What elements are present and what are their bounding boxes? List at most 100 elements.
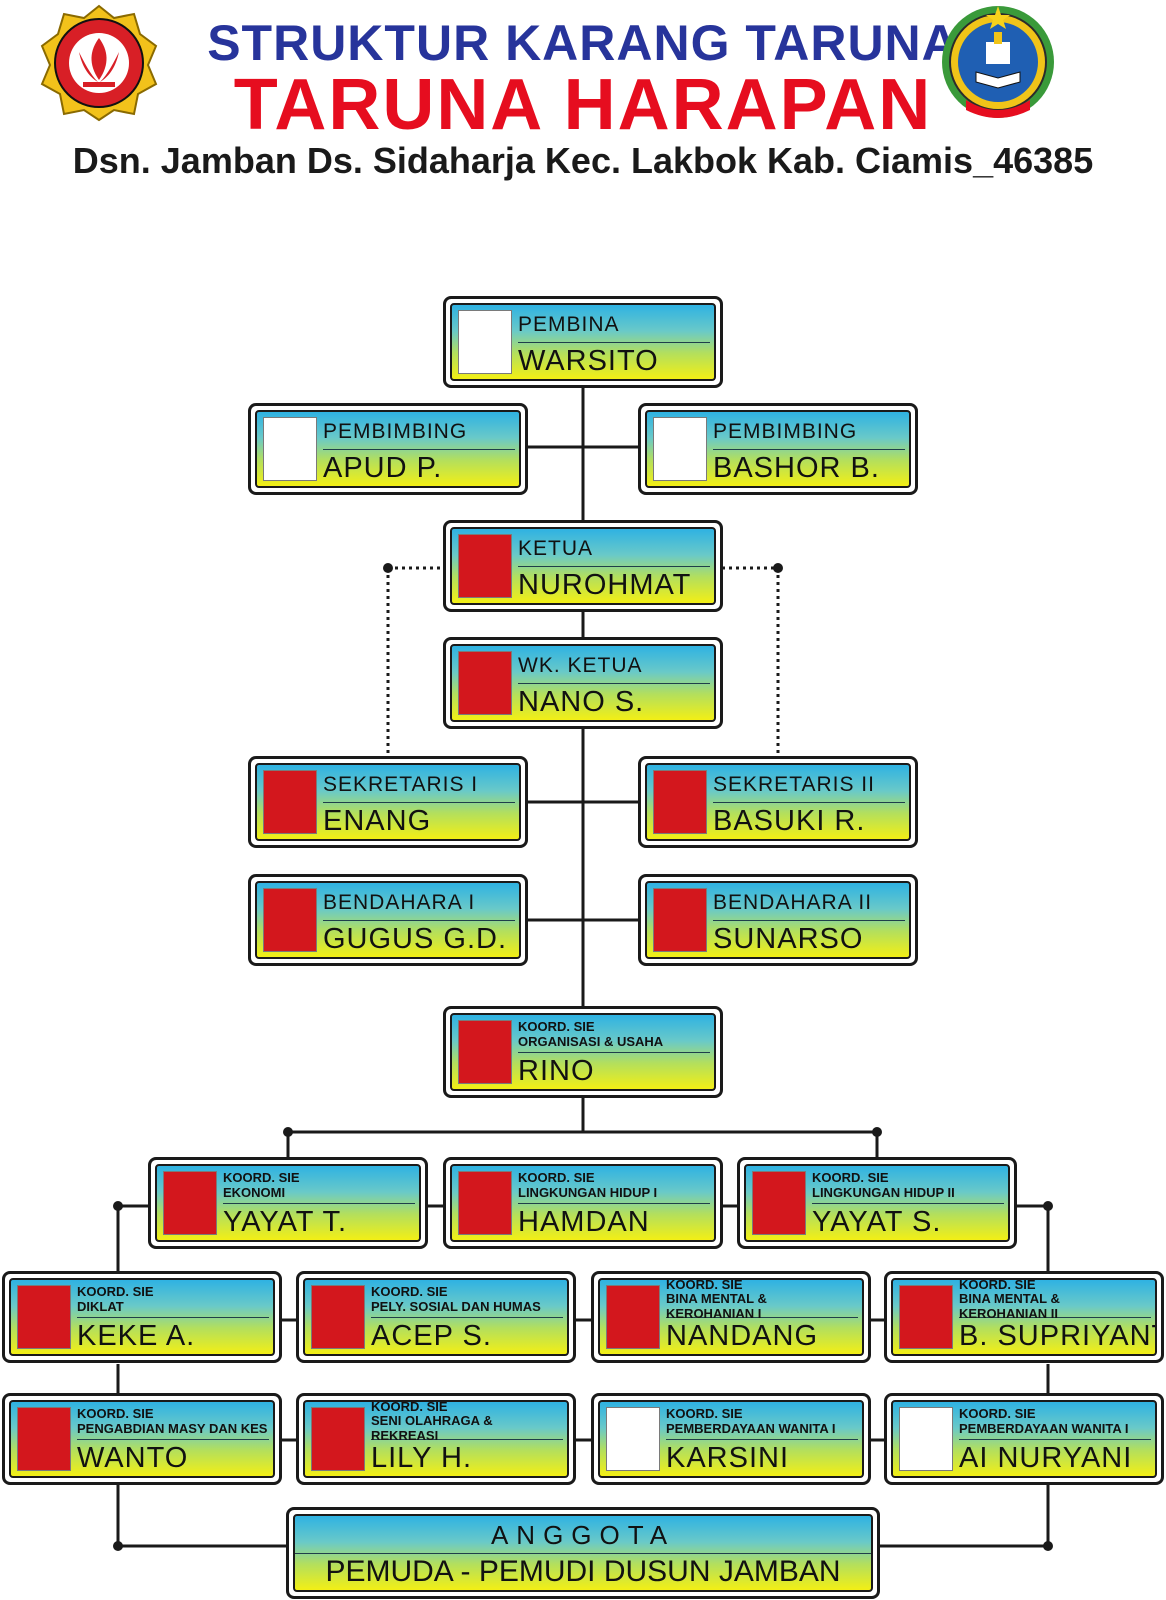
person-photo (17, 1407, 71, 1471)
role-line-2: LINGKUNGAN HIDUP II (812, 1184, 955, 1200)
person-photo (653, 888, 707, 952)
card-pembimbing-2: PEMBIMBING BASHOR B. (638, 403, 918, 495)
role-line-1: KOORD. SIE (959, 1278, 1036, 1293)
role-label: KOORD. SIE SENI OLAHRAGA & REKREASI (371, 1402, 563, 1443)
person-name: RINO (518, 1054, 595, 1087)
person-name: NUROHMAT (518, 568, 692, 601)
role-label: BENDAHARA I (323, 885, 515, 921)
card-koord-lingkungan-1: KOORD. SIE LINGKUNGAN HIDUP I HAMDAN (443, 1157, 723, 1249)
card-sekretaris-1: SEKRETARIS I ENANG (248, 756, 528, 848)
role-line-2: LINGKUNGAN HIDUP I (518, 1184, 658, 1200)
role-label: KOORD. SIE DIKLAT (77, 1282, 269, 1318)
card-koord-humas: KOORD. SIE PELY. SOSIAL DAN HUMAS ACEP S… (296, 1271, 576, 1363)
person-photo (17, 1285, 71, 1349)
person-name: YAYAT T. (223, 1205, 348, 1238)
card-pembina: PEMBINA WARSITO (443, 296, 723, 388)
role-label: KOORD. SIE PEMBERDAYAAN WANITA I (959, 1404, 1151, 1440)
address: Dsn. Jamban Ds. Sidaharja Kec. Lakbok Ka… (72, 140, 1094, 181)
card-koord-diklat: KOORD. SIE DIKLAT KEKE A. (2, 1271, 282, 1363)
role-line-1: KOORD. SIE (959, 1406, 1036, 1422)
card-wk-ketua: WK. KETUA NANO S. (443, 637, 723, 729)
person-photo (458, 534, 512, 598)
role-label: KOORD. SIE PELY. SOSIAL DAN HUMAS (371, 1282, 563, 1318)
role-line-1: KOORD. SIE (812, 1170, 889, 1186)
person-name: YAYAT S. (812, 1205, 942, 1238)
role-label: WK. KETUA (518, 648, 710, 684)
title-line-1: STRUKTUR KARANG TARUNA (207, 15, 959, 71)
role-label: SEKRETARIS II (713, 767, 905, 803)
person-name: AI NURYANI (959, 1441, 1133, 1474)
role-label: PEMBINA (518, 307, 710, 343)
role-label: KOORD. SIE PENGABDIAN MASY DAN KES (77, 1404, 269, 1440)
person-name: LILY H. (371, 1441, 473, 1474)
taruna-harapan-logo (942, 6, 1054, 118)
role-line-2: EKONOMI (223, 1184, 286, 1200)
person-name: NANDANG (666, 1319, 819, 1352)
role-label: KOORD. SIE PEMBERDAYAAN WANITA I (666, 1404, 858, 1440)
role-line-1: KOORD. SIE (518, 1170, 595, 1186)
role-line-2: BINA MENTAL & KEROHANIAN II (959, 1291, 1060, 1321)
person-name: NANO S. (518, 685, 645, 718)
role-label: KOORD. SIE LINGKUNGAN HIDUP II (812, 1168, 1004, 1204)
karang-taruna-logo (40, 4, 158, 122)
role-label: PEMBIMBING (713, 414, 905, 450)
person-name: KARSINI (666, 1441, 790, 1474)
person-name: KEKE A. (77, 1319, 196, 1352)
person-photo (752, 1171, 806, 1235)
role-line-1: KOORD. SIE (371, 1400, 448, 1415)
role-line-2: BINA MENTAL & KEROHANIAN I (666, 1291, 767, 1321)
role-line-2: DIKLAT (77, 1298, 124, 1314)
role-line-1: KOORD. SIE (371, 1284, 448, 1300)
photo-placeholder (606, 1407, 660, 1471)
role-line-1: KOORD. SIE (77, 1406, 154, 1422)
role-label: KOORD. SIE EKONOMI (223, 1168, 415, 1204)
card-koord-organisasi: KOORD. SIE ORGANISASI & USAHA RINO (443, 1006, 723, 1098)
role-line-2: PEMBERDAYAAN WANITA I (666, 1420, 836, 1436)
role-line-1: KOORD. SIE (666, 1406, 743, 1422)
card-ketua: KETUA NUROHMAT (443, 520, 723, 612)
person-photo (606, 1285, 660, 1349)
role-line-2: PEMBERDAYAAN WANITA I (959, 1420, 1129, 1436)
card-koord-bina-mental-1: KOORD. SIE BINA MENTAL & KEROHANIAN I NA… (591, 1271, 871, 1363)
person-name: ENANG (323, 804, 432, 837)
role-label: PEMBIMBING (323, 414, 515, 450)
card-koord-seni: KOORD. SIE SENI OLAHRAGA & REKREASI LILY… (296, 1393, 576, 1485)
photo-placeholder (263, 417, 317, 481)
photo-placeholder (458, 310, 512, 374)
role-label: BENDAHARA II (713, 885, 905, 921)
person-name: SUNARSO (713, 922, 864, 955)
role-label: KETUA (518, 531, 710, 567)
person-photo (263, 770, 317, 834)
card-koord-wanita-1: KOORD. SIE PEMBERDAYAAN WANITA I KARSINI (591, 1393, 871, 1485)
person-photo (899, 1285, 953, 1349)
role-line-2: PENGABDIAN MASY DAN KES (77, 1420, 268, 1436)
person-photo (311, 1407, 365, 1471)
card-koord-lingkungan-2: KOORD. SIE LINGKUNGAN HIDUP II YAYAT S. (737, 1157, 1017, 1249)
person-name: GUGUS G.D. (323, 922, 508, 955)
person-photo (163, 1171, 217, 1235)
role-label: KOORD. SIE BINA MENTAL & KEROHANIAN I (666, 1280, 858, 1321)
card-pembimbing-1: PEMBIMBING APUD P. (248, 403, 528, 495)
person-photo (458, 1020, 512, 1084)
card-bendahara-2: BENDAHARA II SUNARSO (638, 874, 918, 966)
title-line-2: TARUNA HARAPAN (233, 65, 933, 145)
person-photo (311, 1285, 365, 1349)
person-name: BASHOR B. (713, 451, 880, 484)
person-name: WANTO (77, 1441, 189, 1474)
person-name: ACEP S. (371, 1319, 492, 1352)
role-label: KOORD. SIE LINGKUNGAN HIDUP I (518, 1168, 710, 1204)
card-bendahara-1: BENDAHARA I GUGUS G.D. (248, 874, 528, 966)
role-line-2: SENI OLAHRAGA & REKREASI (371, 1413, 493, 1443)
member-description: PEMUDA - PEMUDI DUSUN JAMBAN (325, 1555, 841, 1588)
role-line-1: KOORD. SIE (77, 1284, 154, 1300)
card-koord-bina-mental-2: KOORD. SIE BINA MENTAL & KEROHANIAN II B… (884, 1271, 1164, 1363)
person-name: B. SUPRIYANTO (959, 1319, 1155, 1352)
person-name: HAMDAN (518, 1205, 650, 1238)
person-name: BASUKI R. (713, 804, 866, 837)
card-anggota: ANGGOTA PEMUDA - PEMUDI DUSUN JAMBAN (286, 1507, 880, 1599)
role-label: ANGGOTA (295, 1518, 871, 1554)
role-line-2: ORGANISASI & USAHA (518, 1033, 664, 1049)
role-label: KOORD. SIE BINA MENTAL & KEROHANIAN II (959, 1280, 1151, 1321)
person-photo (653, 770, 707, 834)
card-sekretaris-2: SEKRETARIS II BASUKI R. (638, 756, 918, 848)
